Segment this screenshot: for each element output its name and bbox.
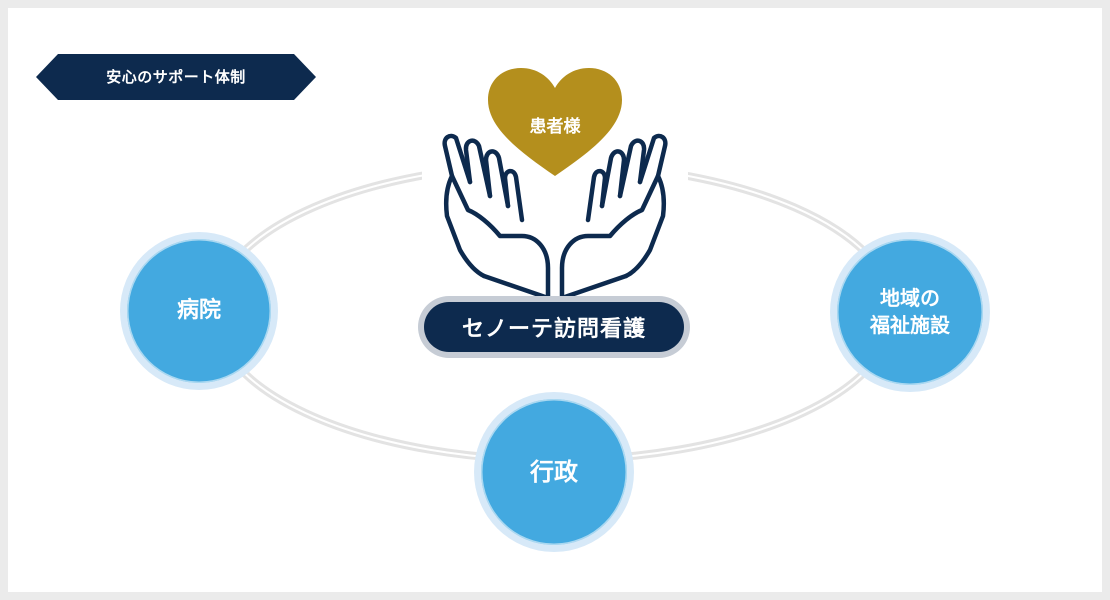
hospital-node: 病院 (120, 232, 278, 390)
government-label: 行政 (530, 457, 578, 486)
provider-badge-label: セノーテ訪問看護 (424, 302, 684, 352)
patient-label: 患者様 (529, 117, 581, 137)
welfare-facility-node: 地域の 福祉施設 (830, 232, 990, 392)
hospital-label: 病院 (176, 298, 221, 324)
welfare-facility-label: 地域の 福祉施設 (870, 286, 950, 337)
provider-badge: セノーテ訪問看護 (418, 296, 690, 358)
heart-icon (488, 68, 622, 176)
support-banner-label: 安心のサポート体制 (106, 68, 246, 86)
government-node: 行政 (474, 392, 634, 552)
left-hand-icon (442, 133, 551, 301)
right-hand-icon (559, 133, 668, 301)
support-banner: 安心のサポート体制 (36, 54, 316, 100)
